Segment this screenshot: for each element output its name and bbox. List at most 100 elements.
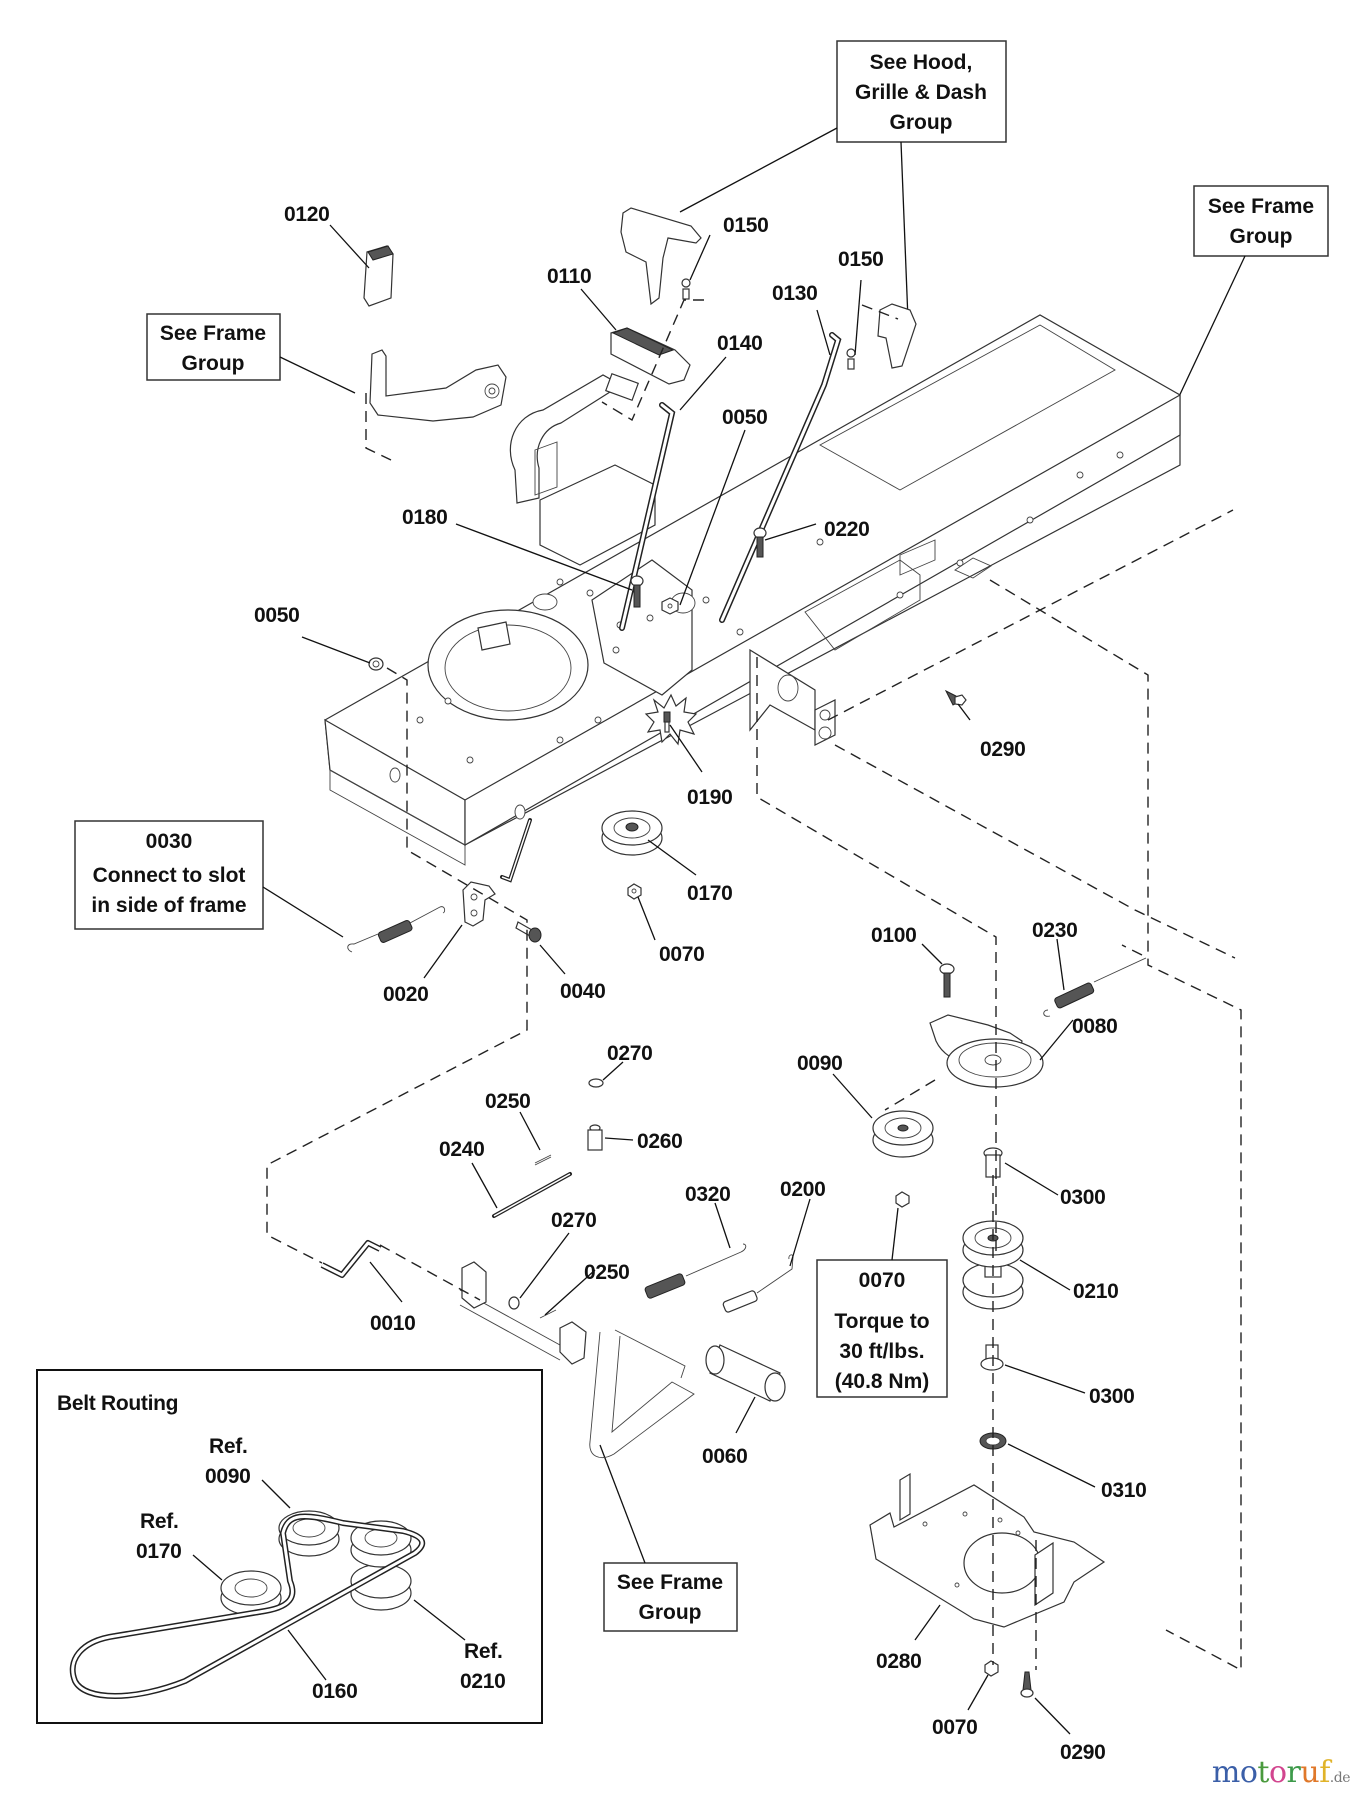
part-label-0300[interactable]: 0300 xyxy=(1060,1186,1106,1209)
part-label-0180[interactable]: 0180 xyxy=(402,506,448,529)
part-0070-nut[interactable] xyxy=(627,883,642,900)
callout-frame-top-right[interactable]: See Frame Group xyxy=(1193,185,1329,257)
part-0100-bolt[interactable] xyxy=(939,963,955,998)
part-0280-plate[interactable] xyxy=(869,1472,1106,1628)
part-0120-pedal-pad[interactable] xyxy=(363,245,394,307)
part-0050-nut[interactable] xyxy=(661,597,679,615)
part-label-0120[interactable]: 0120 xyxy=(284,203,330,226)
part-label-0040[interactable]: 0040 xyxy=(560,980,606,1003)
leader-lines xyxy=(301,224,1096,1735)
callout-hood-grille-dash[interactable]: See Hood, Grille & Dash Group xyxy=(836,40,1007,143)
part-0250-cotter[interactable] xyxy=(539,1309,557,1319)
part-label-0320[interactable]: 0320 xyxy=(685,1183,731,1206)
part-0230-spring[interactable] xyxy=(1043,957,1147,1017)
part-label-0060[interactable]: 0060 xyxy=(702,1445,748,1468)
part-0300-spacer[interactable] xyxy=(983,1147,1003,1178)
part-0220-pin[interactable] xyxy=(753,527,767,558)
ref-0090[interactable]: 0090 xyxy=(205,1465,251,1488)
tractor-frame[interactable] xyxy=(324,314,1181,866)
part-label-0250[interactable]: 0250 xyxy=(485,1090,531,1113)
callout-line: Group xyxy=(182,352,245,375)
part-0060-grip[interactable] xyxy=(705,1344,786,1402)
part-label-0140[interactable]: 0140 xyxy=(717,332,763,355)
watermark-text: motoruf xyxy=(1212,1755,1330,1790)
part-label-0190[interactable]: 0190 xyxy=(687,786,733,809)
part-0080-idler-arm[interactable] xyxy=(929,1014,1044,1088)
part-label-0100[interactable]: 0100 xyxy=(871,924,917,947)
belt-part-0160[interactable]: 0160 xyxy=(312,1680,358,1703)
belt-pulley-0170 xyxy=(220,1570,282,1616)
callout-spring-note[interactable]: 0030 Connect to slot in side of frame xyxy=(74,820,264,930)
part-label-0270[interactable]: 0270 xyxy=(607,1042,653,1065)
part-0090-pulley[interactable] xyxy=(872,1110,934,1158)
part-0130-rod[interactable] xyxy=(719,332,842,623)
part-0150-clip[interactable] xyxy=(846,348,856,370)
part-0240-rod[interactable] xyxy=(492,1172,572,1218)
part-0180-bolt[interactable] xyxy=(630,575,644,608)
belt-routing-inset[interactable]: Belt Routing Ref. 0090 Ref. 0170 xyxy=(36,1369,543,1724)
part-label-0170[interactable]: 0170 xyxy=(687,882,733,905)
part-0140-rod[interactable] xyxy=(619,402,676,631)
link-rod xyxy=(500,818,532,883)
part-label-0280[interactable]: 0280 xyxy=(876,1650,922,1673)
part-0020-bracket[interactable] xyxy=(462,881,496,927)
part-label-0090[interactable]: 0090 xyxy=(797,1052,843,1075)
alignment-lines xyxy=(266,299,1242,1672)
part-0110-pedal-pad[interactable] xyxy=(610,327,691,385)
part-label-0110[interactable]: 0110 xyxy=(547,265,592,288)
part-label-0070[interactable]: 0070 xyxy=(932,1716,978,1739)
part-0320-spring[interactable] xyxy=(644,1243,747,1299)
callout-frame-top-left[interactable]: See Frame Group xyxy=(146,313,281,381)
part-0040-bolt[interactable] xyxy=(515,921,542,943)
part-label-0290[interactable]: 0290 xyxy=(980,738,1026,761)
part-0170-pulley[interactable] xyxy=(601,810,663,856)
callout-torque-note[interactable]: 0070 Torque to 30 ft/lbs. (40.8 Nm) xyxy=(816,1259,948,1398)
callout-line: (40.8 Nm) xyxy=(835,1370,930,1393)
part-label-0300[interactable]: 0300 xyxy=(1089,1385,1135,1408)
part-0190-starburst[interactable] xyxy=(644,693,698,746)
part-0290-screw[interactable] xyxy=(1020,1671,1034,1698)
part-label-0210[interactable]: 0210 xyxy=(1073,1280,1119,1303)
part-label-0270[interactable]: 0270 xyxy=(551,1209,597,1232)
part-label-0150[interactable]: 0150 xyxy=(723,214,769,237)
part-label-0310[interactable]: 0310 xyxy=(1101,1479,1147,1502)
part-0200-spring[interactable] xyxy=(722,1254,794,1313)
ref-prefix: Ref. xyxy=(464,1640,502,1663)
part-0070-nut[interactable] xyxy=(895,1191,910,1208)
ref-0170[interactable]: 0170 xyxy=(136,1540,182,1563)
part-label-0020[interactable]: 0020 xyxy=(383,983,429,1006)
leader-line xyxy=(900,141,909,321)
part-0050-washer[interactable] xyxy=(368,657,384,671)
part-label-0240[interactable]: 0240 xyxy=(439,1138,485,1161)
ref-0210[interactable]: 0210 xyxy=(460,1670,506,1693)
part-0030-spring[interactable] xyxy=(347,906,446,953)
callout-line: See Frame xyxy=(617,1571,723,1594)
part-label-0230[interactable]: 0230 xyxy=(1032,919,1078,942)
part-0250-cotter[interactable] xyxy=(534,1154,552,1166)
part-0010-crank-rod[interactable] xyxy=(320,1240,382,1278)
part-label-0200[interactable]: 0200 xyxy=(780,1178,826,1201)
part-0290-screw[interactable] xyxy=(944,689,967,706)
watermark-letter: t xyxy=(1257,1755,1269,1790)
part-label-0220[interactable]: 0220 xyxy=(824,518,870,541)
part-label-0250[interactable]: 0250 xyxy=(584,1261,630,1284)
part-label-0290[interactable]: 0290 xyxy=(1060,1741,1106,1764)
watermark-letter: r xyxy=(1286,1755,1301,1790)
part-0070-nut[interactable] xyxy=(984,1660,999,1677)
part-label-0070[interactable]: 0070 xyxy=(659,943,705,966)
part-label-0050[interactable]: 0050 xyxy=(254,604,300,627)
part-0260-ferrule[interactable] xyxy=(587,1124,603,1151)
part-0270-washer[interactable] xyxy=(508,1296,520,1310)
part-label-0150[interactable]: 0150 xyxy=(838,248,884,271)
part-0300-spacer[interactable] xyxy=(980,1344,1004,1371)
part-0150-clip[interactable] xyxy=(681,278,691,300)
callout-line: Group xyxy=(1230,225,1293,248)
part-label-0260[interactable]: 0260 xyxy=(637,1130,683,1153)
callout-frame-bottom[interactable]: See Frame Group xyxy=(603,1562,738,1632)
part-0270-washer[interactable] xyxy=(588,1078,604,1088)
leader-line xyxy=(261,1479,291,1509)
part-label-0010[interactable]: 0010 xyxy=(370,1312,416,1335)
part-label-0080[interactable]: 0080 xyxy=(1072,1015,1118,1038)
part-label-0050[interactable]: 0050 xyxy=(722,406,768,429)
part-label-0130[interactable]: 0130 xyxy=(772,282,818,305)
